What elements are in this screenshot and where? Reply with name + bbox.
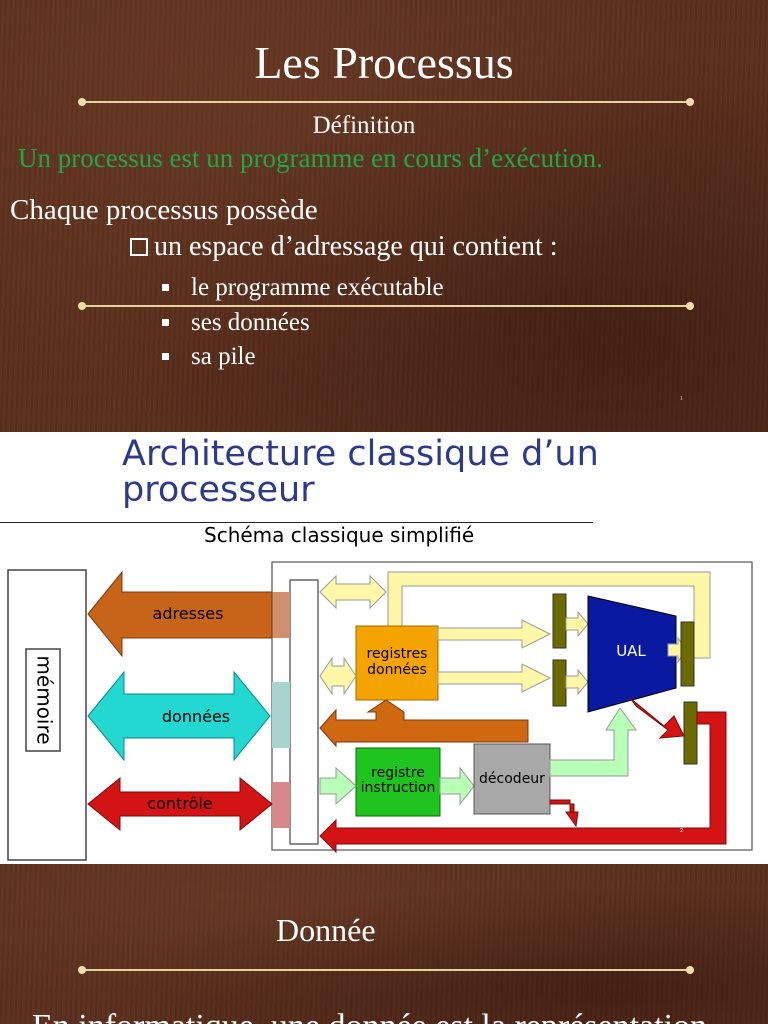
diagram-page-number: 2 <box>680 828 683 834</box>
latch-a-arrow <box>565 610 589 638</box>
checkbox-item-label: un espace d’adressage qui contient : <box>154 231 558 262</box>
latch-status <box>683 701 698 765</box>
donnees-arrow <box>87 670 271 762</box>
decoder-red-arrow <box>549 799 579 828</box>
bullet-icon <box>162 353 169 360</box>
slide-architecture: Architecture classique d’un processeur S… <box>0 432 768 864</box>
reg-to-ual-arrow-1 <box>437 619 552 649</box>
status-red-loop <box>319 711 727 854</box>
latch-a <box>552 593 567 649</box>
top-double-arrow <box>319 574 387 610</box>
intro-text: Chaque processus possède <box>10 194 318 226</box>
decodeur-box <box>473 743 551 815</box>
slide-title: Donnée <box>276 912 376 948</box>
registres-label-1: registres <box>367 646 428 662</box>
adresses-label: adresses <box>153 604 224 623</box>
page-number: 1 <box>680 396 683 402</box>
ual-label: UAL <box>616 642 646 660</box>
registre-label-1: registre <box>371 765 425 781</box>
ual-red-output <box>629 697 685 739</box>
content-divider <box>78 302 694 310</box>
body-text: En informatique, une donnée est la repré… <box>32 1008 707 1024</box>
controle-label: contrôle <box>147 794 212 813</box>
bus-segment-adresses <box>272 592 290 638</box>
checkbox-icon <box>130 238 148 256</box>
controle-arrow <box>87 776 273 832</box>
bullet-item: sa pile <box>162 343 256 371</box>
slide-title-line2: processeur <box>122 470 315 510</box>
bullet-label: ses données <box>191 309 310 336</box>
memory-label: mémoire <box>33 655 57 744</box>
title-underline <box>0 522 593 523</box>
registres-double-arrow <box>319 656 357 696</box>
title-divider <box>78 966 694 974</box>
decoder-to-ual-arrow <box>549 707 637 777</box>
checkbox-item: un espace d’adressage qui contient : <box>130 231 558 263</box>
diagram-subtitle: Schéma classique simplifié <box>204 523 475 547</box>
ual-unit <box>587 595 677 713</box>
bus-segment-donnees <box>272 682 290 748</box>
bus-to-instruction-arrow <box>319 766 357 806</box>
bullet-icon <box>162 284 169 291</box>
slide-title-line1: Architecture classique d’un <box>122 434 599 474</box>
bullet-item: ses données <box>162 309 310 337</box>
bullet-label: le programme exécutable <box>191 274 444 301</box>
registres-box <box>355 625 439 701</box>
slide-donnee: Donnée En informatique, une donnée est l… <box>0 864 768 1024</box>
donnees-label: données <box>162 707 230 726</box>
slide-processus: Les Processus Définition Un processus es… <box>0 0 768 432</box>
latch-b <box>552 659 567 707</box>
processor-diagram: mémoire adresses données contrôle regist… <box>7 561 753 861</box>
memory-label-box <box>25 648 61 752</box>
bus-segment-controle <box>272 782 290 828</box>
decodeur-label: décodeur <box>479 771 545 787</box>
bullet-label: sa pile <box>191 343 256 370</box>
title-divider <box>78 98 694 106</box>
definition-text: Un processus est un programme en cours d… <box>18 143 603 173</box>
definition-heading: Définition <box>312 112 416 139</box>
instruction-to-decoder-arrow <box>439 766 475 806</box>
adresses-arrow <box>87 570 273 658</box>
bullet-item: le programme exécutable <box>162 274 444 302</box>
registre-instruction-box <box>355 747 441 817</box>
slide-title: Les Processus <box>254 37 514 88</box>
bullet-icon <box>162 319 169 326</box>
latch-out <box>680 621 695 687</box>
decoder-to-registres-arrow <box>319 699 529 748</box>
bus-bar <box>289 579 319 845</box>
latch-b-arrow <box>565 668 589 696</box>
registres-label-2: données <box>367 662 427 678</box>
registre-label-2: instruction <box>361 780 436 796</box>
reg-to-ual-arrow-2 <box>437 663 552 693</box>
